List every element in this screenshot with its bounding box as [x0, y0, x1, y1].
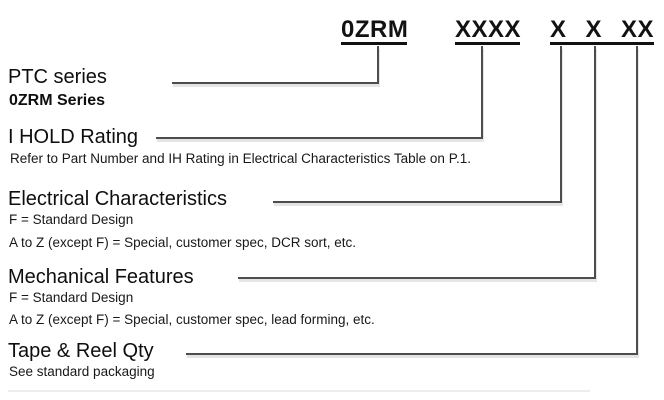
- section-note-ihold-rating: Refer to Part Number and IH Rating in El…: [10, 151, 471, 166]
- section-line2-electrical: A to Z (except F) = Special, customer sp…: [9, 235, 356, 250]
- part-number-electrical-code: X: [550, 16, 567, 43]
- section-title-tape-reel-qty: Tape & Reel Qty: [8, 340, 154, 362]
- section-line1-electrical: F = Standard Design: [9, 212, 134, 227]
- section-title-ihold-rating: I HOLD Rating: [8, 126, 139, 148]
- connector-tape-reel-qty: [186, 46, 638, 355]
- connector-ihold-rating: [156, 46, 483, 139]
- section-title-electrical-characteristics: Electrical Characteristics: [8, 188, 227, 210]
- part-number-suffix-group: X X XX: [550, 16, 654, 46]
- connector-electrical-characteristics: [273, 46, 562, 203]
- section-subtitle-0zrm-series: 0ZRM Series: [9, 92, 106, 109]
- section-title-ptc-series: PTC series: [8, 66, 107, 88]
- part-number-ihold-code: XXXX: [455, 17, 521, 46]
- section-line1-mechanical: F = Standard Design: [9, 290, 134, 305]
- connector-mechanical-features: [238, 46, 596, 279]
- connector-ptc-series: [172, 46, 379, 84]
- part-number-mechanical-code: X: [585, 16, 602, 43]
- part-number-tape-reel-code: XX: [620, 16, 654, 43]
- section-note-tape-reel: See standard packaging: [9, 364, 155, 379]
- section-title-mechanical-features: Mechanical Features: [8, 266, 194, 288]
- bottom-divider: [8, 390, 590, 392]
- section-line2-mechanical: A to Z (except F) = Special, customer sp…: [9, 312, 375, 327]
- part-number-series-code: 0ZRM: [341, 17, 408, 46]
